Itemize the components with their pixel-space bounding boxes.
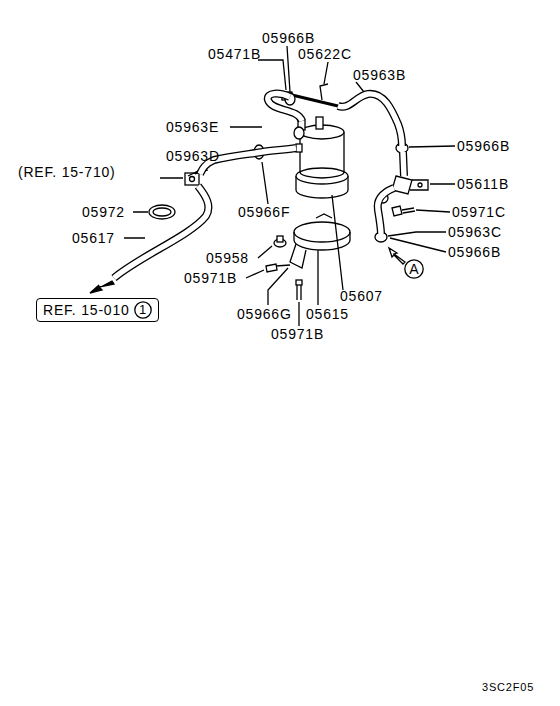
node-text: A [409, 261, 418, 277]
hose-fill [114, 186, 208, 278]
hose-fill [268, 94, 302, 121]
reference-note: (REF. 15-710) [18, 164, 116, 180]
hose-outline [114, 186, 208, 278]
circled-number: 1 [134, 301, 152, 319]
hose-fill [338, 94, 402, 146]
node-text: 1 [139, 302, 146, 318]
callout-number: 05971B [184, 270, 237, 286]
callout-number: 05966F [238, 204, 290, 220]
callout-number: 05971C [452, 204, 506, 220]
node-text: REF. 15-010 [43, 302, 130, 318]
drawing-code: 3SC2F05 [482, 679, 534, 695]
callout-number: 05611B [457, 176, 509, 192]
callout-number: 05622C [298, 46, 352, 62]
hose-fill [403, 152, 404, 176]
callout-number: 05966B [448, 244, 501, 260]
callout-number: 05958 [206, 250, 249, 266]
callout-number: 05963E [166, 119, 219, 135]
callout-number: 05966G [237, 306, 292, 322]
hose-outline [338, 94, 402, 146]
callout-number: 05963B [353, 67, 406, 83]
callout-number: 05971B [271, 326, 324, 342]
callout-number: 05966B [262, 30, 315, 46]
hose-outline [403, 152, 404, 176]
callout-number: 05963C [448, 224, 502, 240]
callout-number: 05972 [82, 204, 125, 220]
hose-outline [268, 94, 302, 121]
reference-box: REF. 15-010 1 [36, 298, 159, 322]
callout-number: 05617 [72, 230, 115, 246]
callout-number: 05963D [166, 148, 220, 164]
callout-number: 05615 [306, 306, 349, 322]
callout-number: 05471B [208, 46, 261, 62]
circled-letter: A [404, 259, 424, 279]
hose-outline [378, 188, 394, 234]
callout-number: 05966B [457, 138, 510, 154]
hose-fill [378, 188, 394, 234]
callout-number: 05607 [340, 288, 383, 304]
